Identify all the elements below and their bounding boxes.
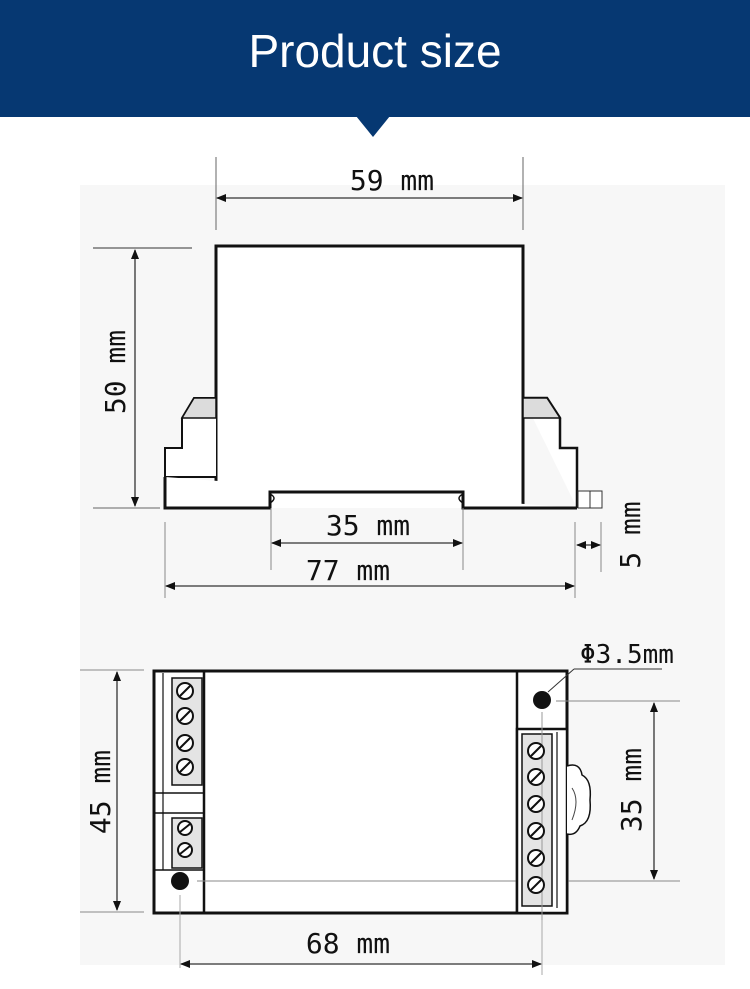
page-title: Product size <box>248 25 502 77</box>
drawing-canvas: 59 mm 50 mm 35 mm 77 mm <box>0 137 750 989</box>
left-upper-screws <box>176 682 194 776</box>
offset-5-label: 5 mm <box>614 501 647 568</box>
width-59-label: 59 mm <box>350 164 434 197</box>
rail-35-label: 35 mm <box>326 509 410 542</box>
right-screws <box>527 742 545 894</box>
mounting-hole-left <box>171 872 189 890</box>
height-50-label: 50 mm <box>99 330 132 414</box>
header-banner: Product size <box>0 0 750 117</box>
hole-diameter-label: Φ3.5mm <box>580 640 674 670</box>
total-77-label: 77 mm <box>306 554 390 587</box>
hole-spacing-35-label: 35 mm <box>615 748 648 832</box>
header-pointer <box>356 116 390 137</box>
left-lower-screws <box>177 820 193 858</box>
height-45-label: 45 mm <box>84 750 117 834</box>
mounting-hole-right <box>533 691 551 709</box>
top-view: 45 mm Φ3.5mm <box>80 640 680 975</box>
side-view: 59 mm 50 mm 35 mm 77 mm <box>93 157 647 598</box>
length-68-label: 68 mm <box>306 927 390 960</box>
